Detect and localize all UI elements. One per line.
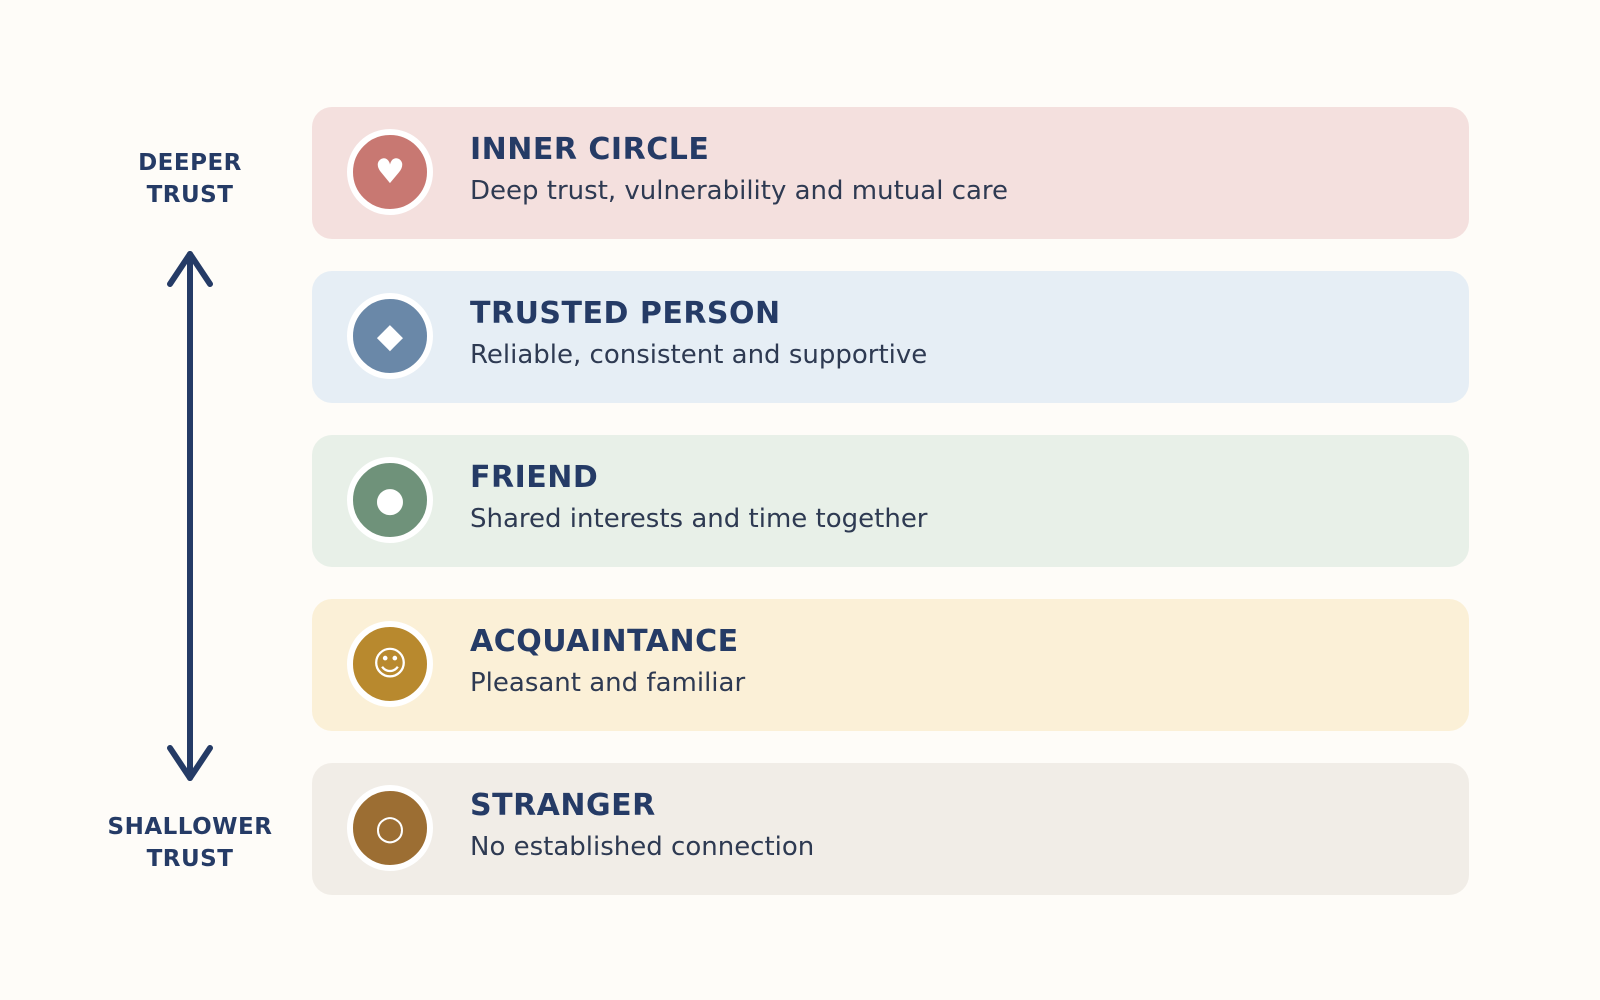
heart-icon: ♥ [347,129,433,215]
tier-title: STRANGER [470,788,656,823]
tier-title: ACQUAINTANCE [470,624,739,659]
tier-acquaintance: ☺ ACQUAINTANCE Pleasant and familiar [312,599,1469,731]
tier-description: No established connection [470,832,815,862]
scale-label-top-line2: TRUST [146,182,234,208]
tier-text: ACQUAINTANCE Pleasant and familiar [470,623,745,701]
dot-icon: ● [347,457,433,543]
tier-text: TRUSTED PERSON Reliable, consistent and … [470,295,927,373]
circle-outline-icon: ○ [347,785,433,871]
tier-friend: ● FRIEND Shared interests and time toget… [312,435,1469,567]
tier-text: STRANGER No established connection [470,787,814,865]
tier-text: FRIEND Shared interests and time togethe… [470,459,928,537]
double-arrow-icon [167,251,213,781]
diamond-icon: ◆ [347,293,433,379]
scale-label-bottom-line1: SHALLOWER [107,814,273,840]
scale-label-top: DEEPER TRUST [90,147,290,211]
tier-stranger: ○ STRANGER No established connection [312,763,1469,895]
tier-inner-circle: ♥ INNER CIRCLE Deep trust, vulnerability… [312,107,1469,239]
tier-text: INNER CIRCLE Deep trust, vulnerability a… [470,131,1008,209]
tier-description: Deep trust, vulnerability and mutual car… [470,176,1009,206]
tier-title: FRIEND [470,460,599,495]
smiley-icon: ☺ [347,621,433,707]
tier-title: TRUSTED PERSON [470,296,781,331]
tier-description: Shared interests and time together [470,504,928,534]
scale-label-bottom: SHALLOWER TRUST [90,811,290,875]
tier-description: Pleasant and familiar [470,668,746,698]
tier-title: INNER CIRCLE [470,132,710,167]
scale-label-top-line1: DEEPER [138,150,242,176]
arrow-head-down [167,745,213,781]
trust-tier-list: ♥ INNER CIRCLE Deep trust, vulnerability… [312,107,1469,927]
arrow-head-up [167,251,213,287]
tier-description: Reliable, consistent and supportive [470,340,928,370]
tier-trusted-person: ◆ TRUSTED PERSON Reliable, consistent an… [312,271,1469,403]
scale-label-bottom-line2: TRUST [146,846,234,872]
